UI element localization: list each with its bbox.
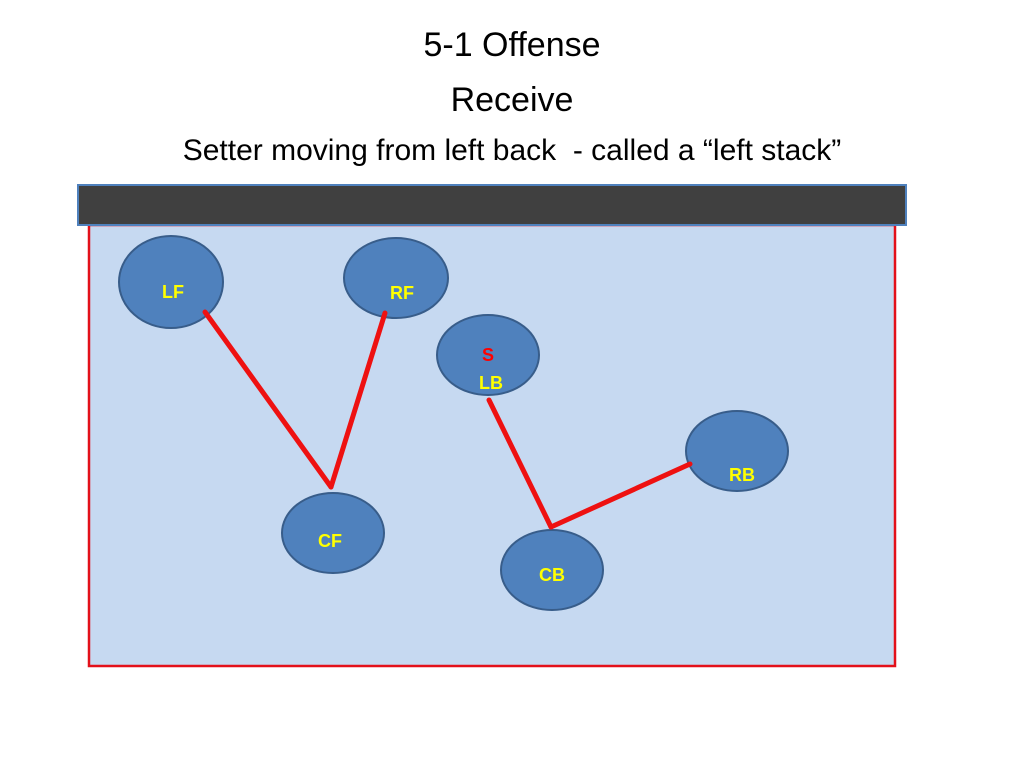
net	[77, 184, 907, 226]
connector-lb-cb	[486, 397, 554, 530]
player-cb-circle	[500, 529, 604, 611]
slide-description: Setter moving from left back - called a …	[182, 134, 842, 167]
player-rf-label: RF	[390, 283, 414, 303]
player-lf-label: LF	[162, 282, 184, 302]
player-rb-circle	[685, 410, 789, 492]
player-lf-circle	[118, 235, 224, 329]
connector-lf-cf	[202, 309, 334, 490]
player-s-label: S	[482, 345, 494, 365]
connector-rf-cf	[328, 310, 388, 490]
player-rf-circle	[343, 237, 449, 319]
player-cf-label: CF	[318, 531, 342, 551]
player-cf-circle	[281, 492, 385, 574]
connector-cb-rb	[548, 461, 693, 530]
slide-title: 5-1 Offense	[423, 26, 601, 64]
player-cb-label: CB	[539, 565, 565, 585]
player-lb-label: LB	[479, 373, 503, 393]
player-s-lb-circle	[436, 314, 540, 396]
slide-subtitle: Receive	[450, 81, 574, 119]
player-rb-label: RB	[729, 465, 755, 485]
